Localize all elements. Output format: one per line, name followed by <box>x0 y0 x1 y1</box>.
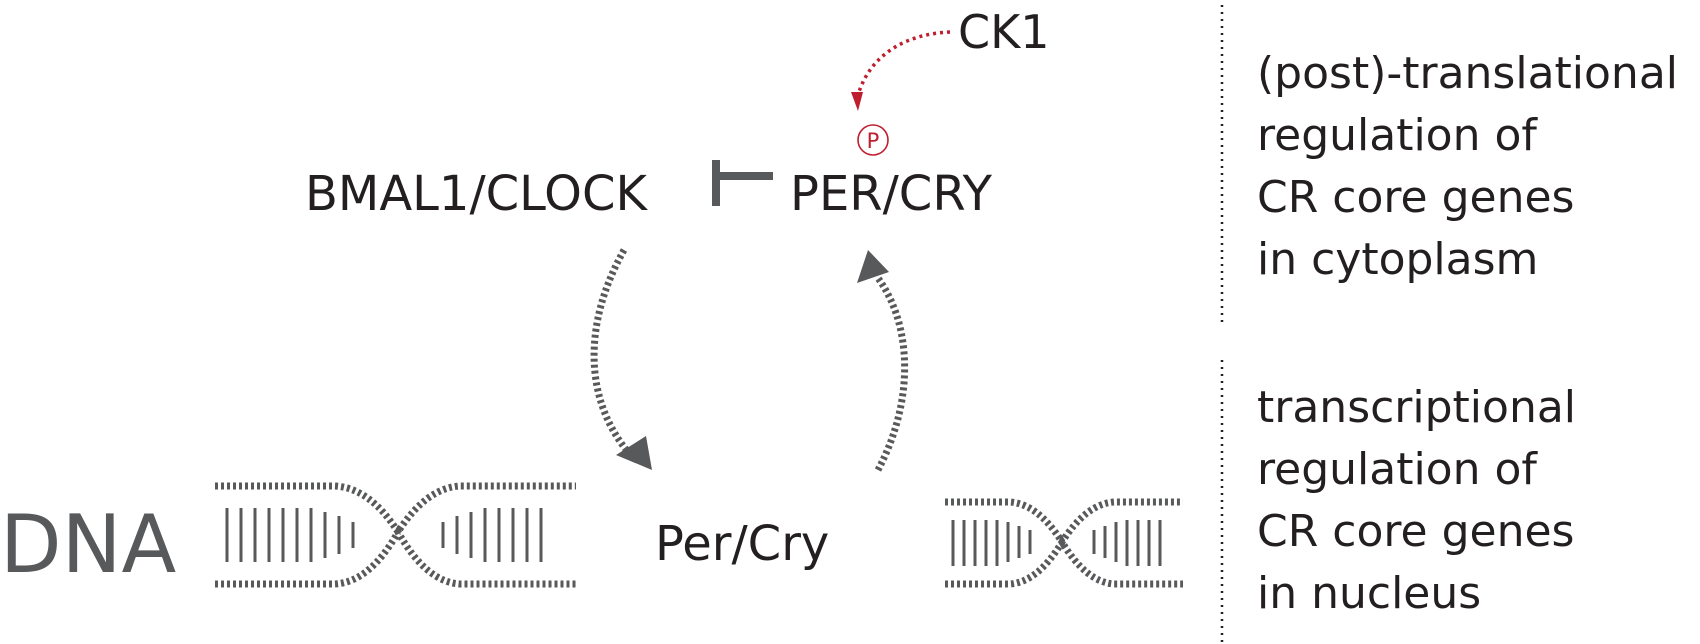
transcription-arrowhead <box>616 436 652 470</box>
bmal1-clock-label: BMAL1/CLOCK <box>305 166 648 222</box>
ck1-label: CK1 <box>958 5 1050 59</box>
dna-helix-left <box>215 482 576 588</box>
per-cry-protein-label: PER/CRY <box>790 166 993 222</box>
cytoplasm-note-line: regulation of <box>1257 110 1538 161</box>
nucleus-annotation: transcriptional regulation of CR core ge… <box>1257 382 1576 619</box>
translation-arrowhead <box>857 250 889 283</box>
nucleus-note-line: CR core genes <box>1257 506 1574 557</box>
dna-label: DNA <box>0 498 176 591</box>
cytoplasm-note-line: (post)-translational <box>1257 48 1678 99</box>
cytoplasm-annotation: (post)-translational regulation of CR co… <box>1257 48 1678 285</box>
nucleus-note-line: regulation of <box>1257 444 1538 495</box>
ck1-arrowhead <box>851 92 863 111</box>
transcription-arrow <box>590 248 631 455</box>
cytoplasm-note-line: CR core genes <box>1257 172 1574 223</box>
per-cry-gene-label: Per/Cry <box>655 516 829 572</box>
nucleus-note-line: transcriptional <box>1257 382 1576 433</box>
inhibition-arrow <box>712 160 773 206</box>
dna-helix-right <box>945 498 1183 588</box>
nucleus-note-line: in nucleus <box>1257 568 1481 619</box>
cytoplasm-note-line: in cytoplasm <box>1257 234 1538 285</box>
phosphate-marker: P <box>857 124 889 156</box>
ck1-phosphorylation-arrow <box>856 30 951 96</box>
translation-arrow <box>874 275 909 472</box>
phosphate-label: P <box>867 129 880 153</box>
